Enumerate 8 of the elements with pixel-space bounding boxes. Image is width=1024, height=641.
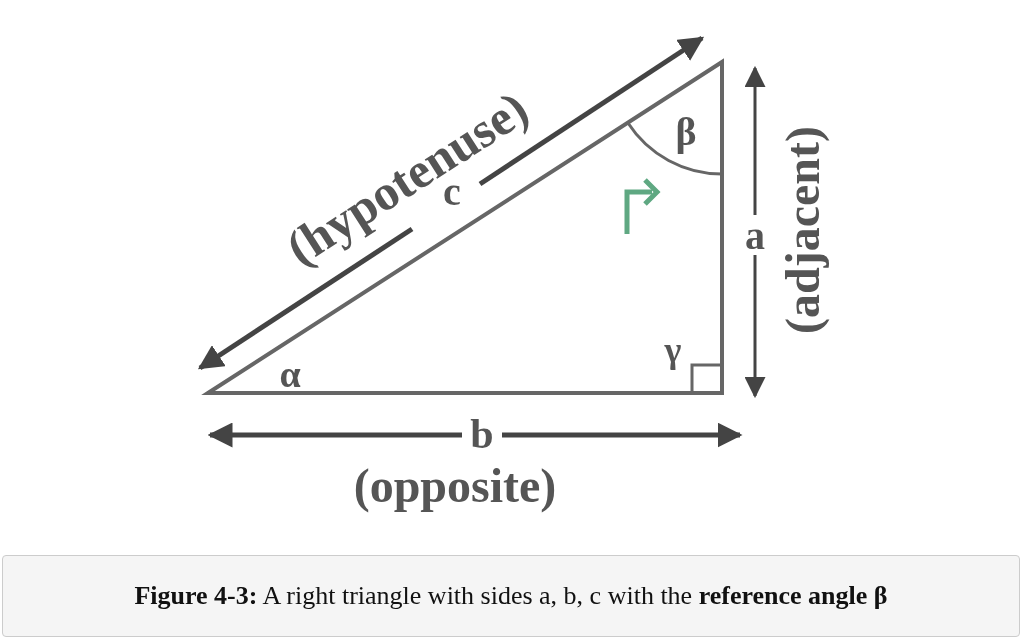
figure-caption: Figure 4-3: A right triangle with sides a, b, c with the reference angle β bbox=[134, 581, 888, 611]
side-label: (adjacent) bbox=[779, 126, 827, 334]
angle-label: γ bbox=[664, 332, 682, 368]
angle-label: β bbox=[675, 112, 697, 152]
angle-label: α bbox=[279, 355, 301, 393]
side-label: (opposite) bbox=[353, 462, 557, 510]
side-letter: b bbox=[470, 413, 494, 455]
side-letter: a bbox=[745, 216, 765, 256]
